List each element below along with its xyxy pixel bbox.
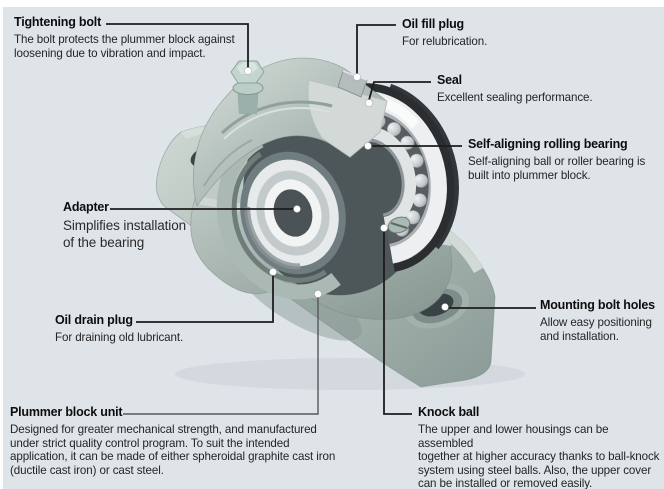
- bore-lip-shade: [231, 151, 327, 283]
- callout-title: Adapter: [63, 200, 109, 214]
- callout-dot-bearing: [363, 141, 373, 151]
- callout-body: Simplifies installation of the bearing: [63, 218, 187, 250]
- cap-cast-ridge-highlight: [223, 107, 331, 140]
- callout-body: The bolt protects the plummer block agai…: [14, 33, 235, 60]
- callout-dot-seal: [364, 98, 374, 108]
- callout-body: Designed for greater mechanical strength…: [10, 423, 336, 477]
- callout-adapter: Adapter Simplifies installation of the b…: [63, 200, 186, 251]
- bore-hole: [273, 189, 313, 237]
- cap-lower-ridge: [203, 139, 253, 187]
- callout-oil-drain-plug: Oil drain plug For draining old lubrican…: [55, 313, 183, 345]
- callout-knock-ball: Knock ball The upper and lower housings …: [418, 405, 664, 489]
- cap-cut-face: [307, 79, 388, 158]
- callout-body: Self-aligning ball or roller bearing is …: [468, 155, 646, 182]
- callout-dot-adapter: [292, 204, 302, 214]
- callout-title: Tightening bolt: [14, 15, 102, 29]
- seal-ring: [335, 83, 455, 272]
- leader-knock-ball: [383, 231, 412, 415]
- callout-self-aligning-rolling-bearing: Self-aligning rolling bearing Self-align…: [468, 137, 645, 182]
- leader-tightening-bolt: [106, 23, 249, 69]
- callout-title: Self-aligning rolling bearing: [468, 137, 628, 151]
- bearing-inner-ring-edge: [359, 139, 405, 217]
- leader-oil-fill-plug: [356, 24, 396, 74]
- callout-body: Excellent sealing performance.: [437, 91, 593, 104]
- bore-lip: [216, 133, 341, 300]
- callout-body: Allow easy positioning and installation.: [540, 316, 652, 343]
- cap-cast-ridge: [220, 100, 333, 135]
- callout-title: Oil drain plug: [55, 313, 133, 327]
- callout-title: Oil fill plug: [402, 17, 464, 31]
- callout-body: The upper and lower housings can be asse…: [418, 423, 660, 489]
- callout-body: For relubrication.: [402, 35, 488, 48]
- callout-dot-plummer-block-unit: [313, 289, 323, 299]
- adapter-sleeve: [240, 151, 346, 275]
- collar-dark-crescent: [244, 206, 301, 270]
- callout-mounting-bolt-holes: Mounting bolt holes Allow easy positioni…: [540, 298, 655, 343]
- callout-dot-oil-fill-plug: [352, 72, 362, 82]
- callout-dot-oil-drain-plug: [268, 267, 278, 277]
- callout-title: Mounting bolt holes: [540, 298, 655, 312]
- callout-seal: Seal Excellent sealing performance.: [437, 73, 593, 105]
- bearing-roller: [386, 121, 402, 137]
- callout-title: Seal: [437, 73, 462, 87]
- callout-oil-fill-plug: Oil fill plug For relubrication.: [402, 17, 487, 49]
- knock-ball-detail: [387, 216, 411, 234]
- seal-ring-outer: [389, 83, 459, 250]
- leader-plummer-block-unit: [123, 297, 319, 415]
- callout-plummer-block-unit: Plummer block unit Designed for greater …: [10, 405, 335, 477]
- callout-title: Knock ball: [418, 405, 480, 419]
- callout-title: Plummer block unit: [10, 405, 123, 419]
- callout-tightening-bolt: Tightening bolt The bolt protects the pl…: [14, 15, 235, 60]
- upper-housing-cap: [192, 57, 388, 207]
- callout-dot-tightening-bolt: [243, 66, 253, 76]
- leader-oil-drain-plug: [136, 275, 274, 323]
- callout-dot-knock-ball: [379, 223, 389, 233]
- callout-body: For draining old lubricant.: [55, 331, 184, 344]
- callout-dot-mounting-bolt-holes: [440, 302, 450, 312]
- tightening-bolt-part: [230, 60, 265, 114]
- leader-seal: [368, 81, 431, 101]
